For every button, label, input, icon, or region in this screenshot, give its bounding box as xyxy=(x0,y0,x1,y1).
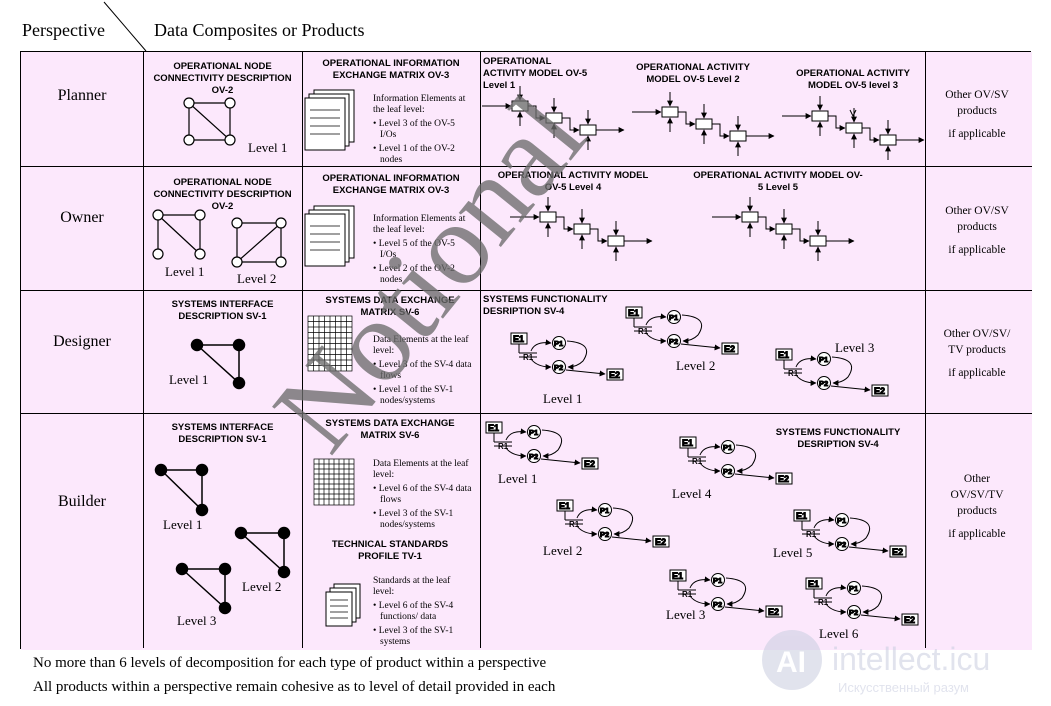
footer-line-1: No more than 6 levels of decomposition f… xyxy=(33,655,547,671)
ov3-title-planner: OPERATIONAL INFORMATION EXCHANGE MATRIX … xyxy=(322,58,460,81)
level-label: Level 3 xyxy=(835,340,875,355)
ov5-title-l3: OPERATIONAL ACTIVITY MODEL OV-5 level 3 xyxy=(796,68,910,91)
perspective-designer: Designer xyxy=(53,333,111,350)
level-label: Level 5 xyxy=(773,545,813,560)
level-label: Level 1 xyxy=(543,391,583,406)
header-perspective: Perspective xyxy=(22,20,105,40)
level-label: Level 2 xyxy=(237,271,277,286)
level-label: Level 2 xyxy=(676,358,716,373)
ov5-title-l5: OPERATIONAL ACTIVITY MODEL OV-5 Level 5 xyxy=(693,170,863,193)
tv1-title: TECHNICAL STANDARDS PROFILE TV-1 xyxy=(331,539,449,562)
ov5-title-l1: OPERATIONAL ACTIVITY MODEL OV-5 Level 1 xyxy=(483,56,588,91)
sv1-title-designer: SYSTEMS INTERFACE DESCRIPTION SV-1 xyxy=(171,299,274,322)
ov3-title-owner: OPERATIONAL INFORMATION EXCHANGE MATRIX … xyxy=(322,173,460,196)
level-label: Level 6 xyxy=(819,626,859,641)
header-diagonal xyxy=(103,1,147,52)
level-label: Level 1 xyxy=(165,264,205,279)
products-grid: Planner Owner Designer Builder OPERATION… xyxy=(20,51,1032,650)
perspective-owner: Owner xyxy=(60,209,104,226)
sv4-title-designer: SYSTEMS FUNCTIONALITY DESRIPTION SV-4 xyxy=(483,294,608,317)
sv4-title-builder: SYSTEMS FUNCTIONALITY DESRIPTION SV-4 xyxy=(775,427,901,450)
level-label: Level 1 xyxy=(248,140,288,155)
level-label: Level 1 xyxy=(169,372,209,387)
designer-sv6-desc: Data Elements at the leaf level: • Level… xyxy=(373,335,472,406)
ov5-title-l4: OPERATIONAL ACTIVITY MODEL OV-5 Level 4 xyxy=(497,170,649,193)
level-label: Level 3 xyxy=(177,613,217,628)
ov5-title-l2: OPERATIONAL ACTIVITY MODEL OV-5 Level 2 xyxy=(636,62,750,85)
header-products: Data Composites or Products xyxy=(154,20,365,40)
builder-sv6-desc: Data Elements at the leaf level: • Level… xyxy=(373,459,472,530)
level-label: Level 2 xyxy=(543,543,583,558)
builder-tv1-desc: Standards at the leaf level: • Level 6 o… xyxy=(373,576,454,647)
sv1-title-builder: SYSTEMS INTERFACE DESCRIPTION SV-1 xyxy=(171,422,274,445)
level-label: Level 3 xyxy=(666,607,706,622)
sv6-title-designer: SYSTEMS DATA EXCHANGE MATRIX SV-6 xyxy=(325,295,455,318)
level-label: Level 4 xyxy=(672,486,712,501)
ov2-title-owner: OPERATIONAL NODE CONNECTIVITY DESCRIPTIO… xyxy=(153,177,292,212)
ov2-title-planner: OPERATIONAL NODE CONNECTIVITY DESCRIPTIO… xyxy=(153,61,292,96)
other-designer: Other OV/SV/TV products if applicable xyxy=(943,328,1011,379)
level-label: Level 1 xyxy=(163,517,203,532)
svg-text:AI: AI xyxy=(776,646,806,679)
footer-line-2: All products within a perspective remain… xyxy=(33,679,556,695)
level-label: Level 2 xyxy=(242,579,282,594)
sv6-title-builder: SYSTEMS DATA EXCHANGE MATRIX SV-6 xyxy=(325,418,455,441)
svg-text:Искусственный разум: Искусственный разум xyxy=(838,680,969,695)
perspective-planner: Planner xyxy=(57,87,107,104)
planner-ov3-desc: Information Elements at the leaf level: … xyxy=(373,94,466,165)
owner-ov3-desc: Information Elements at the leaf level: … xyxy=(373,214,466,285)
perspective-builder: Builder xyxy=(58,493,106,510)
level-label: Level 1 xyxy=(498,471,538,486)
